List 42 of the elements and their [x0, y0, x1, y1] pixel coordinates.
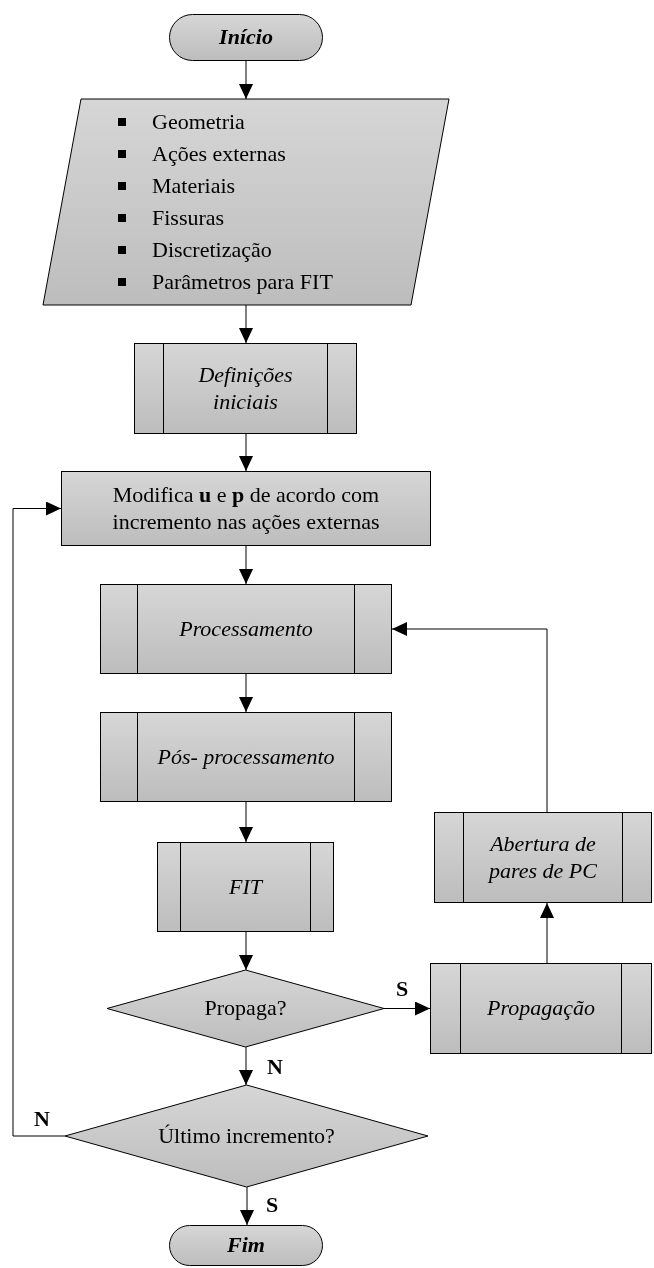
list-item: Fissuras [152, 204, 225, 232]
subprocess-box [430, 963, 652, 1054]
node-text: Processamento [179, 615, 313, 643]
node-text: Pós- processamento [157, 743, 335, 771]
input-parallelogram [43, 99, 449, 305]
node-text: Fim [227, 1232, 265, 1259]
list-item: Geometria [152, 108, 245, 136]
arrow [239, 304, 253, 344]
subprocess-box [100, 584, 392, 674]
arrow [391, 622, 548, 813]
node-text: Propaga? [204, 995, 287, 1022]
list-item: Parâmetros para FIT [152, 268, 333, 296]
list-item: Materiais [152, 172, 236, 200]
arrow [239, 801, 253, 843]
subprocess-box [434, 812, 652, 903]
node-text: Último incremento? [158, 1122, 335, 1150]
arrow [239, 673, 253, 713]
node-text: Modifica u e p de acordo com incremento nas ações externas [111, 482, 381, 535]
subprocess-box [100, 712, 392, 802]
arrow [239, 1046, 253, 1086]
decision-diamond [107, 970, 384, 1047]
arrow [239, 545, 253, 585]
process-box [61, 471, 431, 546]
list-item: Ações externas [152, 140, 286, 168]
terminal-pill [169, 14, 323, 61]
arrow [239, 931, 253, 971]
terminal-pill [169, 1225, 323, 1266]
node-text: Propagação [487, 995, 595, 1022]
arrow [240, 1186, 254, 1226]
node-text: Abertura de pares de PC [487, 831, 598, 884]
node-text: Início [219, 24, 273, 51]
decision-diamond [65, 1085, 428, 1187]
arrow [239, 60, 253, 100]
subprocess-box [134, 343, 357, 434]
arrow [239, 433, 253, 472]
arrow [383, 1001, 431, 1016]
arrow [540, 902, 554, 964]
node-text: FIT [229, 873, 262, 901]
list-item: Discretização [152, 236, 272, 264]
node-text: Definições iniciais [197, 362, 294, 415]
subprocess-box [157, 842, 334, 932]
arrow [12, 501, 66, 1137]
